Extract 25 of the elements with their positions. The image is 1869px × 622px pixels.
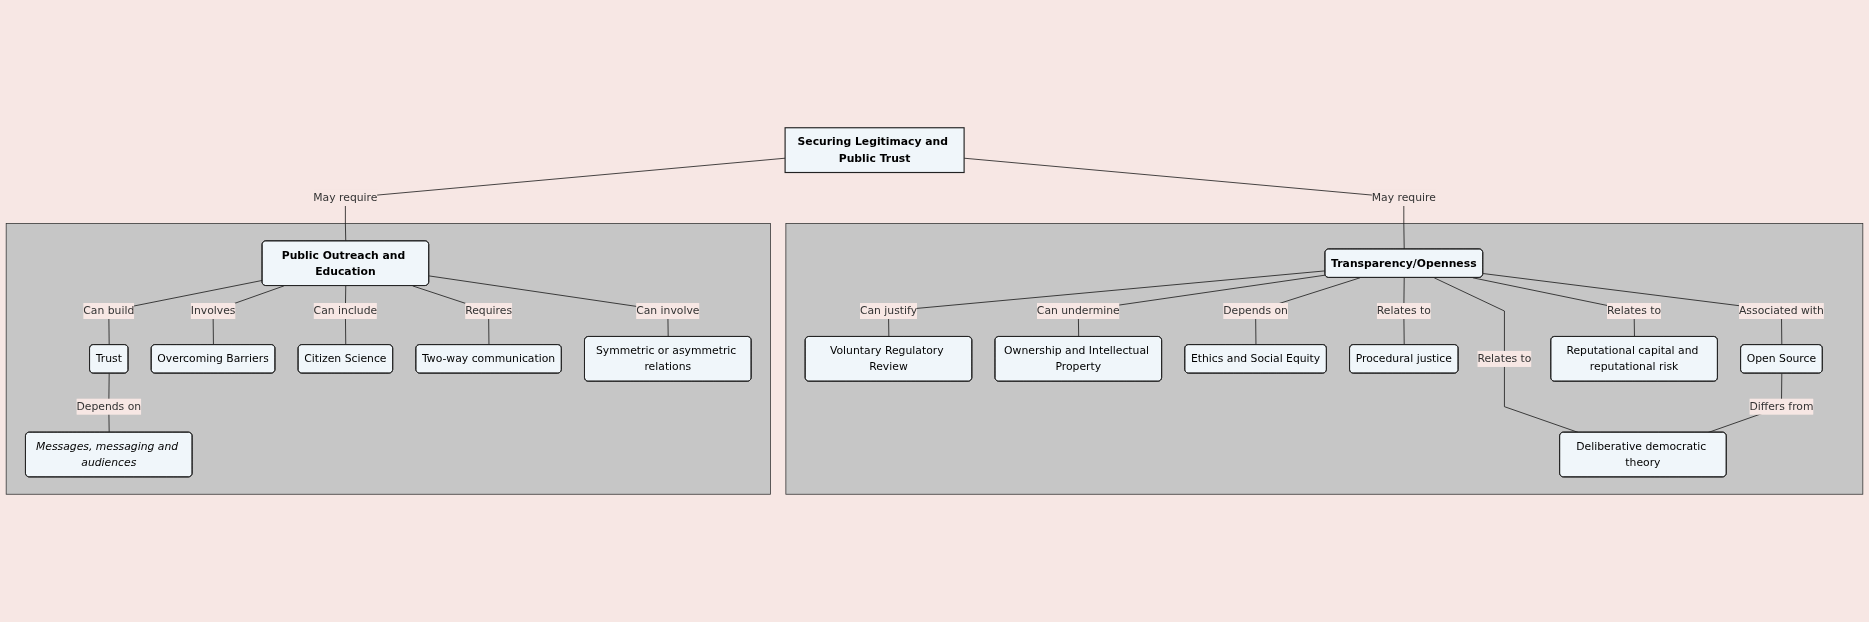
connector [108, 280, 263, 346]
edge-label: Involves [190, 304, 236, 317]
edge-label: Can include [313, 304, 378, 317]
edge-label: Relates to [1376, 304, 1431, 317]
edge-label: Can justify [859, 304, 918, 317]
connector [428, 275, 669, 338]
edge-label: Depends on [76, 400, 142, 413]
connector [1482, 273, 1783, 346]
edge-label: Relates to [1607, 304, 1662, 317]
connector [888, 270, 1326, 338]
edge-label: Associated with [1738, 304, 1824, 317]
connector [345, 157, 786, 242]
edge-label: Relates to [1477, 352, 1532, 365]
node-box: Securing Legitimacy and Public Trust [784, 127, 965, 174]
connector [1077, 274, 1326, 338]
edge-label: Requires [465, 304, 513, 317]
cluster [785, 223, 1864, 495]
edge-label: May require [313, 191, 378, 204]
edge-label: Can build [83, 304, 135, 317]
cluster [5, 223, 771, 495]
edge-label: Can undermine [1036, 304, 1120, 317]
edge-label: Depends on [1223, 304, 1288, 317]
edge-label: Differs from [1749, 400, 1814, 413]
edge-label: Can involve [636, 304, 700, 317]
edge-label: May require [1371, 191, 1436, 204]
